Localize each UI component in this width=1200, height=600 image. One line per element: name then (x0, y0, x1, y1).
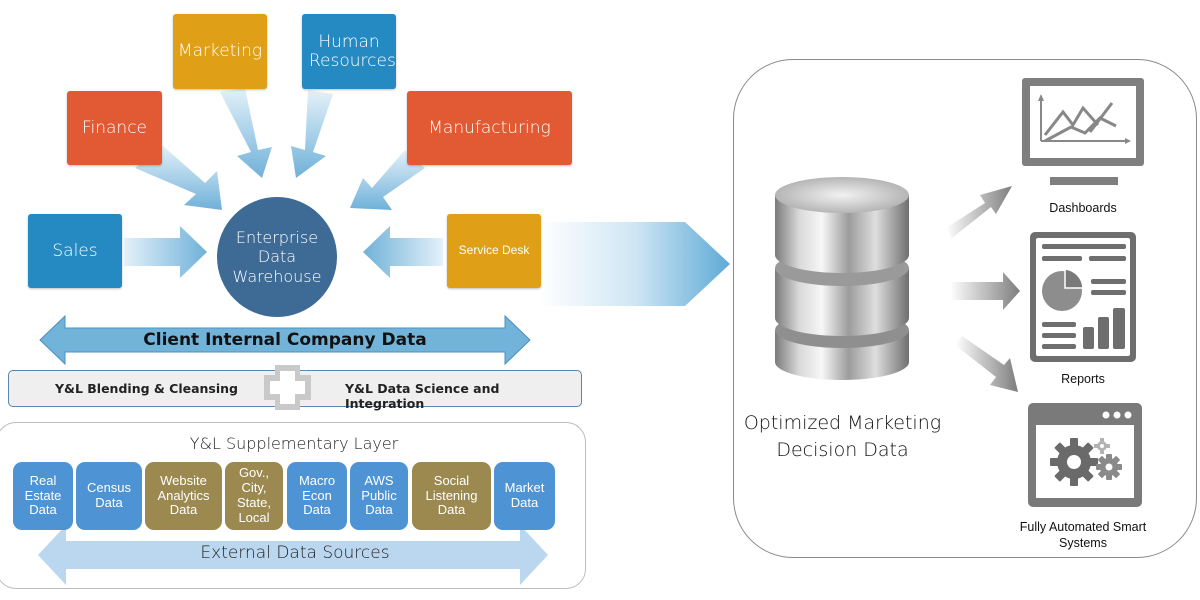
arrow-to-reports (950, 272, 1020, 310)
external-source-label: Real Estate Data (24, 472, 62, 518)
blending-label: Y&L Blending & Cleansing (55, 381, 238, 396)
reports-label: Reports (1061, 372, 1105, 386)
arrow-marketing-to-hub (220, 88, 272, 178)
arrow-servicedesk-to-hub (363, 226, 443, 278)
arrow-sales-to-hub (124, 226, 207, 278)
processing-bar: Y&L Blending & Cleansing Y&L Data Scienc… (8, 370, 582, 411)
dept-sales: Sales (28, 214, 122, 288)
dept-manufacturing: Manufacturing (407, 91, 572, 165)
database-label: Optimized Marketing Decision Data (743, 412, 942, 461)
external-source-label: Gov., City, State, Local (237, 465, 271, 525)
external-source-tile: AWS Public Data (350, 462, 408, 530)
report-document-icon (1030, 232, 1136, 362)
arrow-to-dashboards (946, 186, 1012, 238)
external-source-label: Census Data (86, 480, 132, 510)
gears-window-icon (1028, 403, 1142, 507)
internal-data-band (39, 314, 531, 366)
arrow-to-systems (955, 336, 1018, 392)
external-data-band (38, 525, 548, 585)
external-source-label: AWS Public Data (361, 472, 397, 518)
external-source-label: Social Listening Data (425, 472, 478, 518)
internal-band-label: Client Internal Company Data (143, 330, 427, 350)
external-source-label: Market Data (504, 480, 545, 510)
flow-arrow-to-output (540, 222, 730, 306)
monitor-chart-icon (1022, 78, 1144, 185)
supplementary-layer-panel (0, 422, 586, 589)
smart-systems-label: Fully Automated Smart Systems (1019, 520, 1147, 551)
dept-finance: Finance (67, 91, 162, 165)
internal-band-label-wrap: Client Internal Company Data (40, 328, 530, 352)
external-source-tile: Website Analytics Data (145, 462, 222, 530)
data-science-label: Y&L Data Science and Integration (345, 381, 500, 411)
arrow-hr-to-hub (291, 90, 333, 178)
dept-human-resources: Human Resources (302, 14, 396, 89)
external-source-tile: Market Data (494, 462, 555, 530)
dept-service-desk: Service Desk (447, 214, 541, 288)
external-source-label: Macro Econ Data (298, 472, 336, 518)
enterprise-data-warehouse: Enterprise Data Warehouse (217, 197, 337, 317)
dashboards-label: Dashboards (1049, 201, 1117, 215)
external-source-tile: Gov., City, State, Local (225, 462, 283, 530)
external-source-tile: Social Listening Data (412, 462, 491, 530)
supplementary-layer-title: Y&L Supplementary Layer (189, 434, 399, 453)
external-band-label: External Data Sources (200, 543, 390, 563)
external-source-label: Website Analytics Data (157, 472, 210, 518)
database-icon (775, 177, 909, 380)
external-source-tile: Census Data (76, 462, 142, 530)
external-source-tile: Macro Econ Data (287, 462, 347, 530)
arrow-manufacturing-to-hub (350, 150, 425, 210)
output-panel (733, 59, 1197, 558)
external-source-tile: Real Estate Data (13, 462, 73, 530)
dept-marketing: Marketing (173, 14, 267, 89)
